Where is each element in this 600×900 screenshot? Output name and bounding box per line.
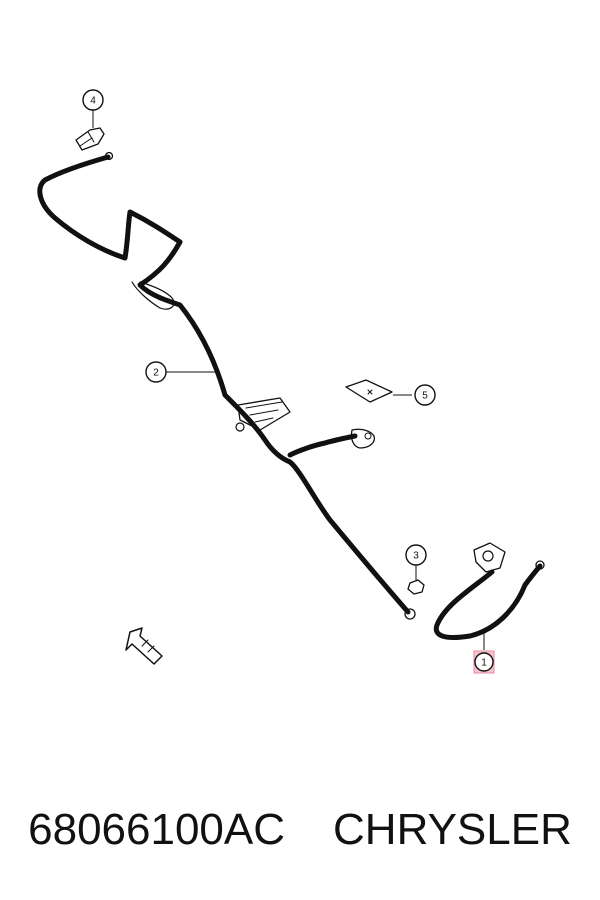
callout-label-2: 2 [153, 368, 159, 379]
front-direction-arrow-icon [125, 627, 163, 665]
callout-2: 2 [145, 361, 167, 383]
battery-terminal-bracket [75, 127, 105, 151]
battery-pad [345, 379, 393, 403]
brand-name: CHRYSLER [333, 805, 572, 854]
callout-label-3: 3 [413, 551, 419, 562]
terminal-nut [407, 579, 425, 595]
negative-battery-cable [433, 542, 545, 641]
parts-diagram: 1 2 3 4 5 [37, 89, 545, 674]
callout-3: 3 [405, 544, 427, 566]
callout-1: 1 [473, 650, 495, 674]
part-number: 68066100AC [28, 805, 286, 854]
battery-cable-harness [37, 151, 416, 620]
callout-label-1: 1 [481, 658, 487, 669]
part-caption: 68066100AC CHRYSLER [0, 795, 600, 865]
callout-5: 5 [414, 384, 436, 406]
callout-label-4: 4 [90, 96, 96, 107]
callout-4: 4 [82, 89, 104, 111]
callout-label-5: 5 [422, 391, 428, 402]
